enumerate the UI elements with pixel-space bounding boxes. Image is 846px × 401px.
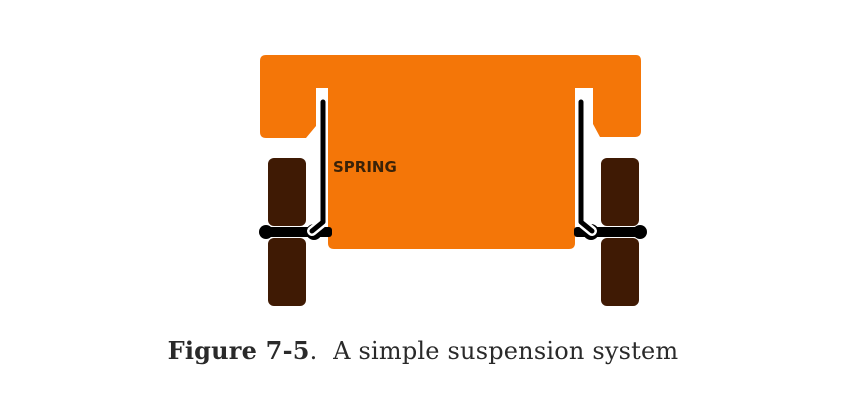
caption-text: A simple suspension system [333, 337, 679, 365]
left-axle-end-cap [259, 225, 273, 239]
caption-separator: . [309, 337, 318, 365]
right-axle-end-cap [633, 225, 647, 239]
left-spring [309, 99, 326, 234]
right-wheel-upper [601, 158, 639, 226]
figure-number: Figure 7-5 [167, 336, 310, 365]
right-spring [578, 99, 595, 234]
right-wheel-lower [601, 238, 639, 306]
figure-caption: Figure 7-5. A simple suspension system [0, 336, 846, 365]
car-body [260, 55, 641, 249]
spring-label: SPRING [333, 158, 397, 176]
left-wheel-lower [268, 238, 306, 306]
left-wheel-upper [268, 158, 306, 226]
